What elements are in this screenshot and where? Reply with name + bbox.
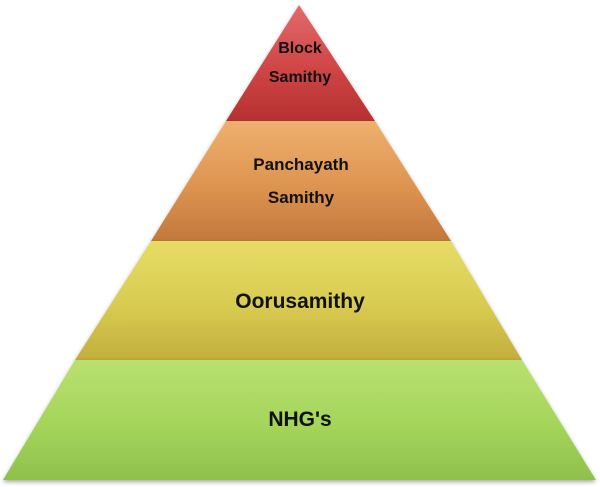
tier-panchayath-samithy: Panchayath Samithy <box>151 121 451 241</box>
tier-nhgs-shape <box>3 360 596 480</box>
tier-oorusamithy-line-1: Oorusamithy <box>235 290 365 313</box>
tier-block-samithy-line-1: Block <box>278 40 322 57</box>
tier-panchayath-samithy-line-1: Panchayath <box>253 155 348 174</box>
tier-oorusamithy-shape <box>75 241 522 360</box>
tier-panchayath-samithy-line-2: Samithy <box>268 188 335 207</box>
tier-block-samithy-line-2: Samithy <box>269 69 331 86</box>
tier-panchayath-samithy-shape <box>151 121 451 241</box>
tier-block-samithy: Block Samithy <box>226 5 375 121</box>
tier-oorusamithy: Oorusamithy <box>75 241 522 360</box>
tier-nhgs: NHG's <box>3 360 596 480</box>
tier-block-samithy-shape <box>226 5 375 121</box>
tier-nhgs-line-1: NHG's <box>268 408 331 431</box>
